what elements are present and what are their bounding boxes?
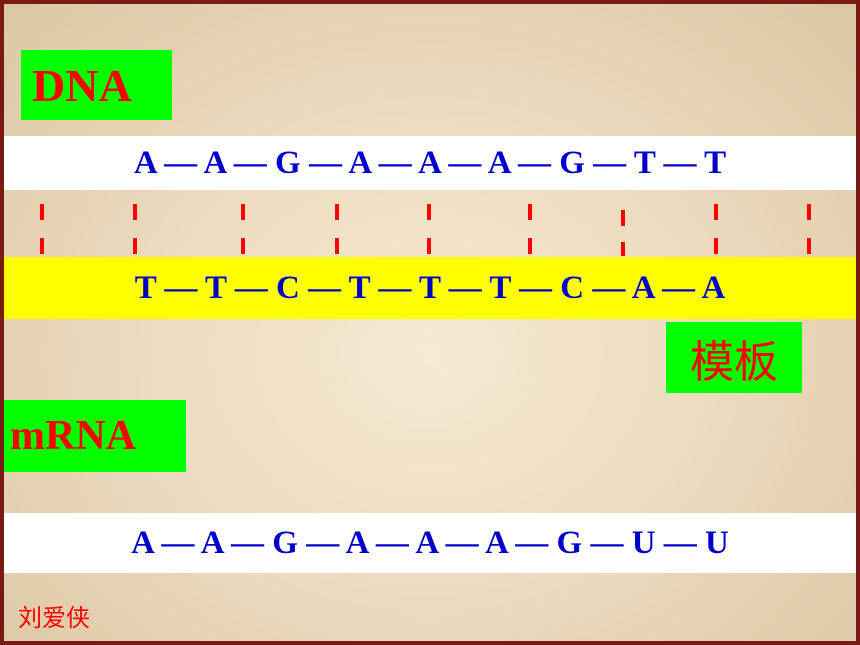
author-signature: 刘爱侠: [18, 604, 90, 632]
mrna-strand: A — A — G — A — A — A — G — U — U: [4, 513, 856, 573]
slide: DNA A — A — G — A — A — A — G — T — T T …: [4, 4, 856, 641]
dna-label: DNA: [21, 50, 172, 120]
template-label: 模板: [666, 322, 802, 393]
mrna-label-text: mRNA: [10, 413, 136, 459]
mrna-label: mRNA: [4, 400, 186, 472]
dna-coding-strand: A — A — G — A — A — A — G — T — T: [4, 136, 856, 190]
hydrogen-bonds: [40, 204, 811, 256]
dna-template-strand: T — T — C — T — T — T — C — A — A: [4, 257, 856, 319]
template-label-text: 模板: [690, 336, 778, 388]
dna-label-text: DNA: [32, 59, 132, 111]
